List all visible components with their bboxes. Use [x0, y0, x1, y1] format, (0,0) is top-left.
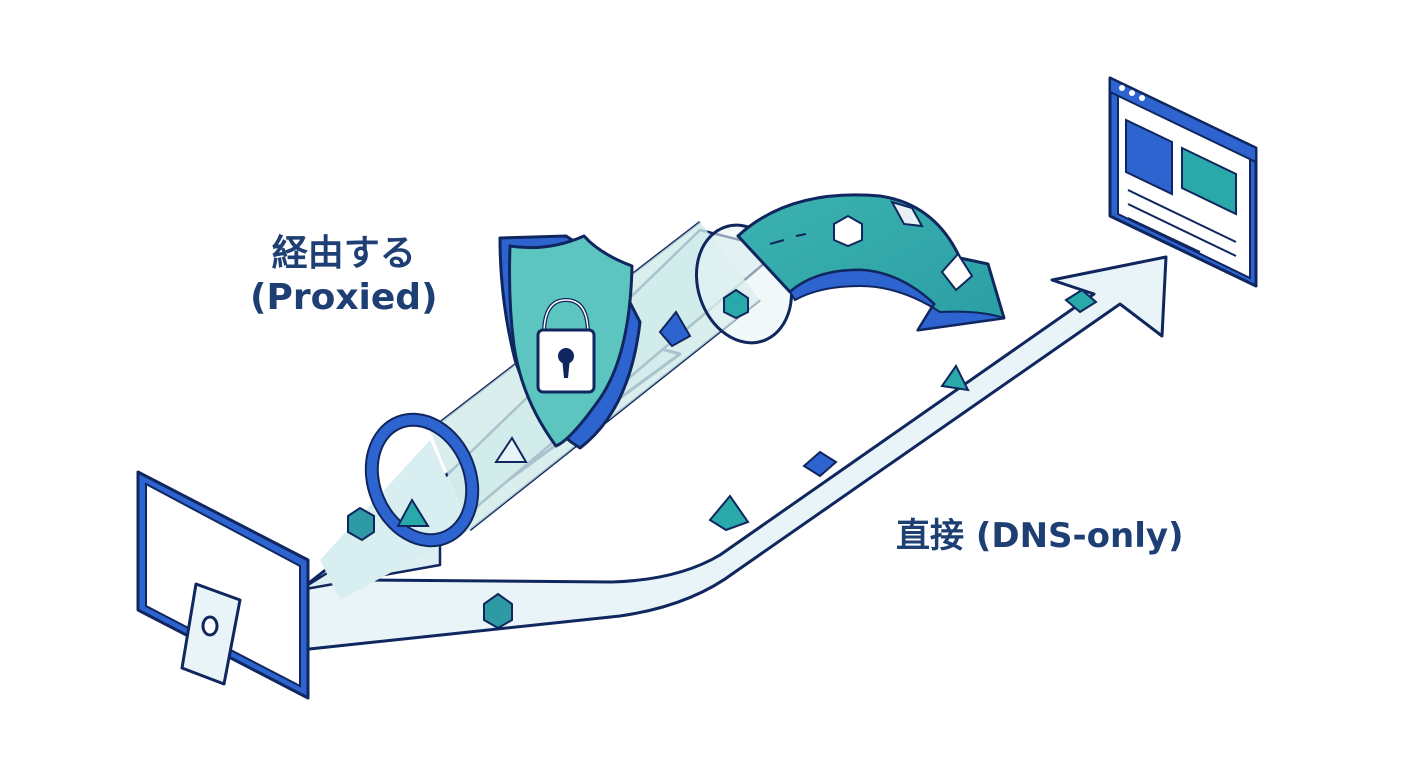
proxied-label: 経由する (Proxied) [250, 232, 438, 320]
tunnel-entrance-ring [364, 412, 480, 548]
data-packets [347, 200, 1098, 630]
browser-window-icon [1108, 76, 1258, 288]
monitor-icon [136, 470, 310, 700]
direct-label: 直接 (DNS-only) [896, 516, 1184, 556]
shield-lock-icon [498, 234, 642, 450]
direct-path [298, 255, 1168, 652]
motion-lines [769, 233, 807, 245]
proxied-label-en: (Proxied) [250, 276, 438, 318]
proxied-label-jp: 経由する [271, 233, 416, 274]
